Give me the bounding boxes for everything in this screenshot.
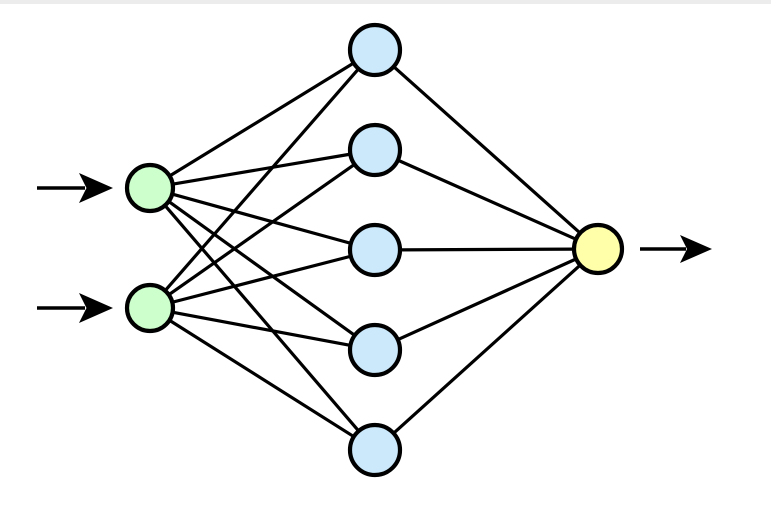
connection-edge [391, 263, 582, 436]
output-arrow-1 [640, 235, 712, 263]
connection-edge [391, 64, 582, 235]
connection-edge [398, 247, 576, 252]
input-node-2[interactable] [124, 282, 176, 334]
hidden-node-3[interactable] [347, 222, 403, 278]
input-node-1[interactable] [124, 162, 176, 214]
connection-edge [167, 61, 356, 178]
connection-edge [167, 318, 356, 439]
hidden-node-1[interactable] [347, 22, 403, 78]
input-arrow-1-head [79, 173, 113, 203]
connection-edge [171, 310, 352, 348]
connection-edge [170, 192, 353, 246]
input-arrow-2-head [79, 293, 113, 323]
connection-edge [396, 257, 578, 342]
connection-edge [167, 162, 357, 297]
connection-edge [170, 254, 353, 305]
input-arrow-1 [37, 173, 113, 203]
connection-edge [163, 203, 361, 433]
nodes-group [124, 22, 625, 478]
hidden-node-5[interactable] [347, 422, 403, 478]
connection-edge [166, 199, 357, 338]
connection-edge [163, 67, 361, 293]
hidden-node-4[interactable] [347, 322, 403, 378]
connection-edge [171, 152, 352, 186]
input-arrow-2 [37, 293, 113, 323]
output-arrow-1-head [680, 235, 712, 263]
arrows-group [37, 173, 712, 323]
edges-group [163, 61, 582, 439]
top-edge-band [0, 0, 771, 4]
hidden-node-2[interactable] [347, 122, 403, 178]
output-node-1[interactable] [571, 222, 625, 276]
connection-edge [396, 158, 578, 242]
